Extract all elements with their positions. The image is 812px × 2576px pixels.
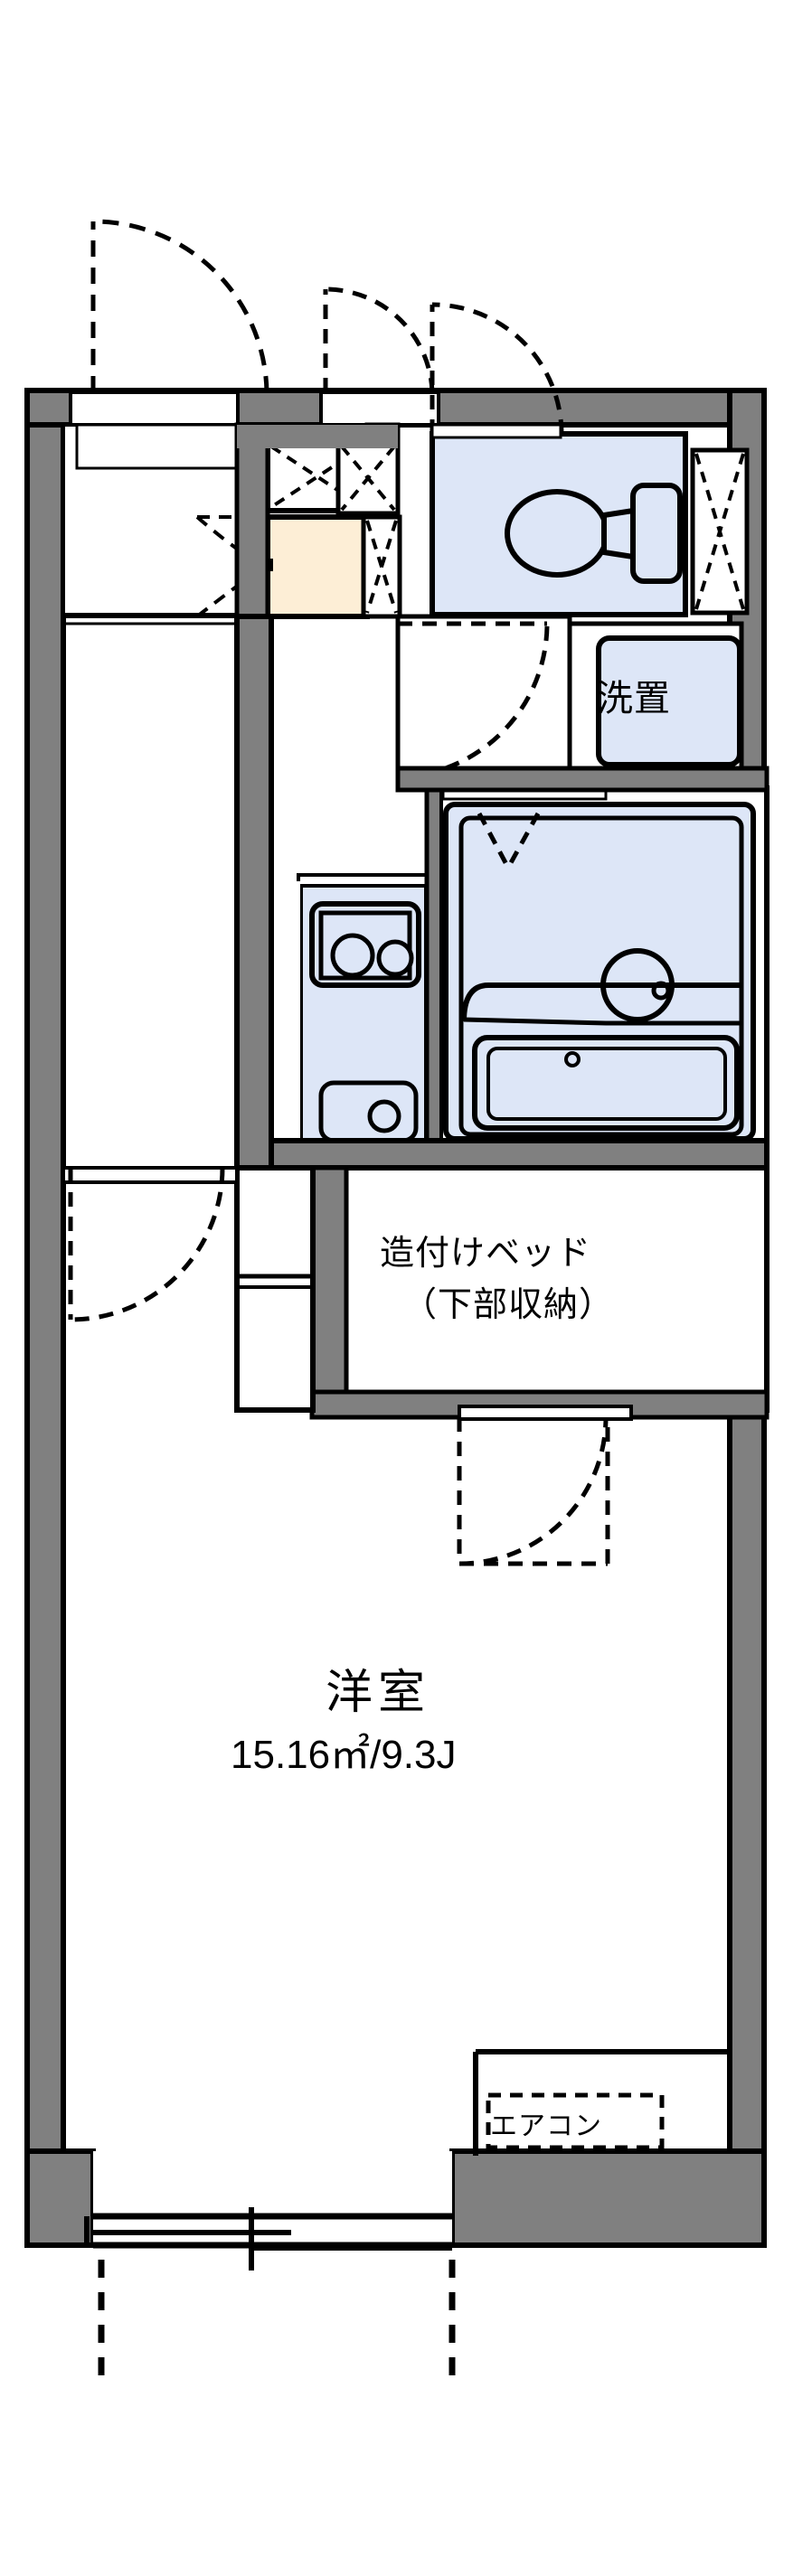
kitchen-left-wall — [234, 614, 274, 1170]
stove-burner-right — [376, 939, 414, 977]
kitchen — [271, 873, 431, 1143]
room-entry-door-left — [61, 1166, 239, 1322]
entrance-genkan — [61, 219, 440, 625]
label-built-in-bed-line2: （下部収納） — [402, 1286, 615, 1324]
bed-area-door — [457, 1405, 633, 1566]
washing-machine-space — [567, 621, 744, 771]
air-conditioner — [473, 2049, 730, 2156]
label-room-area: 15.16㎡/9.3J — [231, 1733, 457, 1777]
unit-bath — [430, 783, 770, 1143]
label-air-conditioner: エアコン — [490, 2111, 602, 2141]
built-in-bed — [309, 1165, 770, 1420]
label-room-name: 洋室 — [326, 1667, 431, 1719]
balcony-sliding-window — [84, 2151, 456, 2386]
toilet-side-panel — [690, 447, 750, 616]
label-built-in-bed-line1: 造付けベッド — [380, 1235, 592, 1273]
stove-burner-left — [330, 933, 375, 978]
sink-drain — [367, 1099, 401, 1133]
entrance-closet — [195, 514, 370, 619]
label-washing-machine-space: 洗置 — [597, 679, 671, 719]
closet-sliding-door — [361, 514, 402, 619]
toilet-room — [430, 302, 688, 617]
toilet-tank — [630, 483, 683, 584]
bath-top-wall — [395, 766, 770, 793]
entrance-door-arc — [92, 219, 269, 393]
kitchen-lower-wall — [234, 1138, 770, 1170]
room-storage — [234, 1165, 316, 1413]
toilet-lower-wall — [237, 425, 398, 448]
hall-sliding-panel — [335, 440, 401, 516]
toilet-bowl — [505, 489, 609, 578]
kitchen-bath-partition — [424, 786, 443, 1142]
